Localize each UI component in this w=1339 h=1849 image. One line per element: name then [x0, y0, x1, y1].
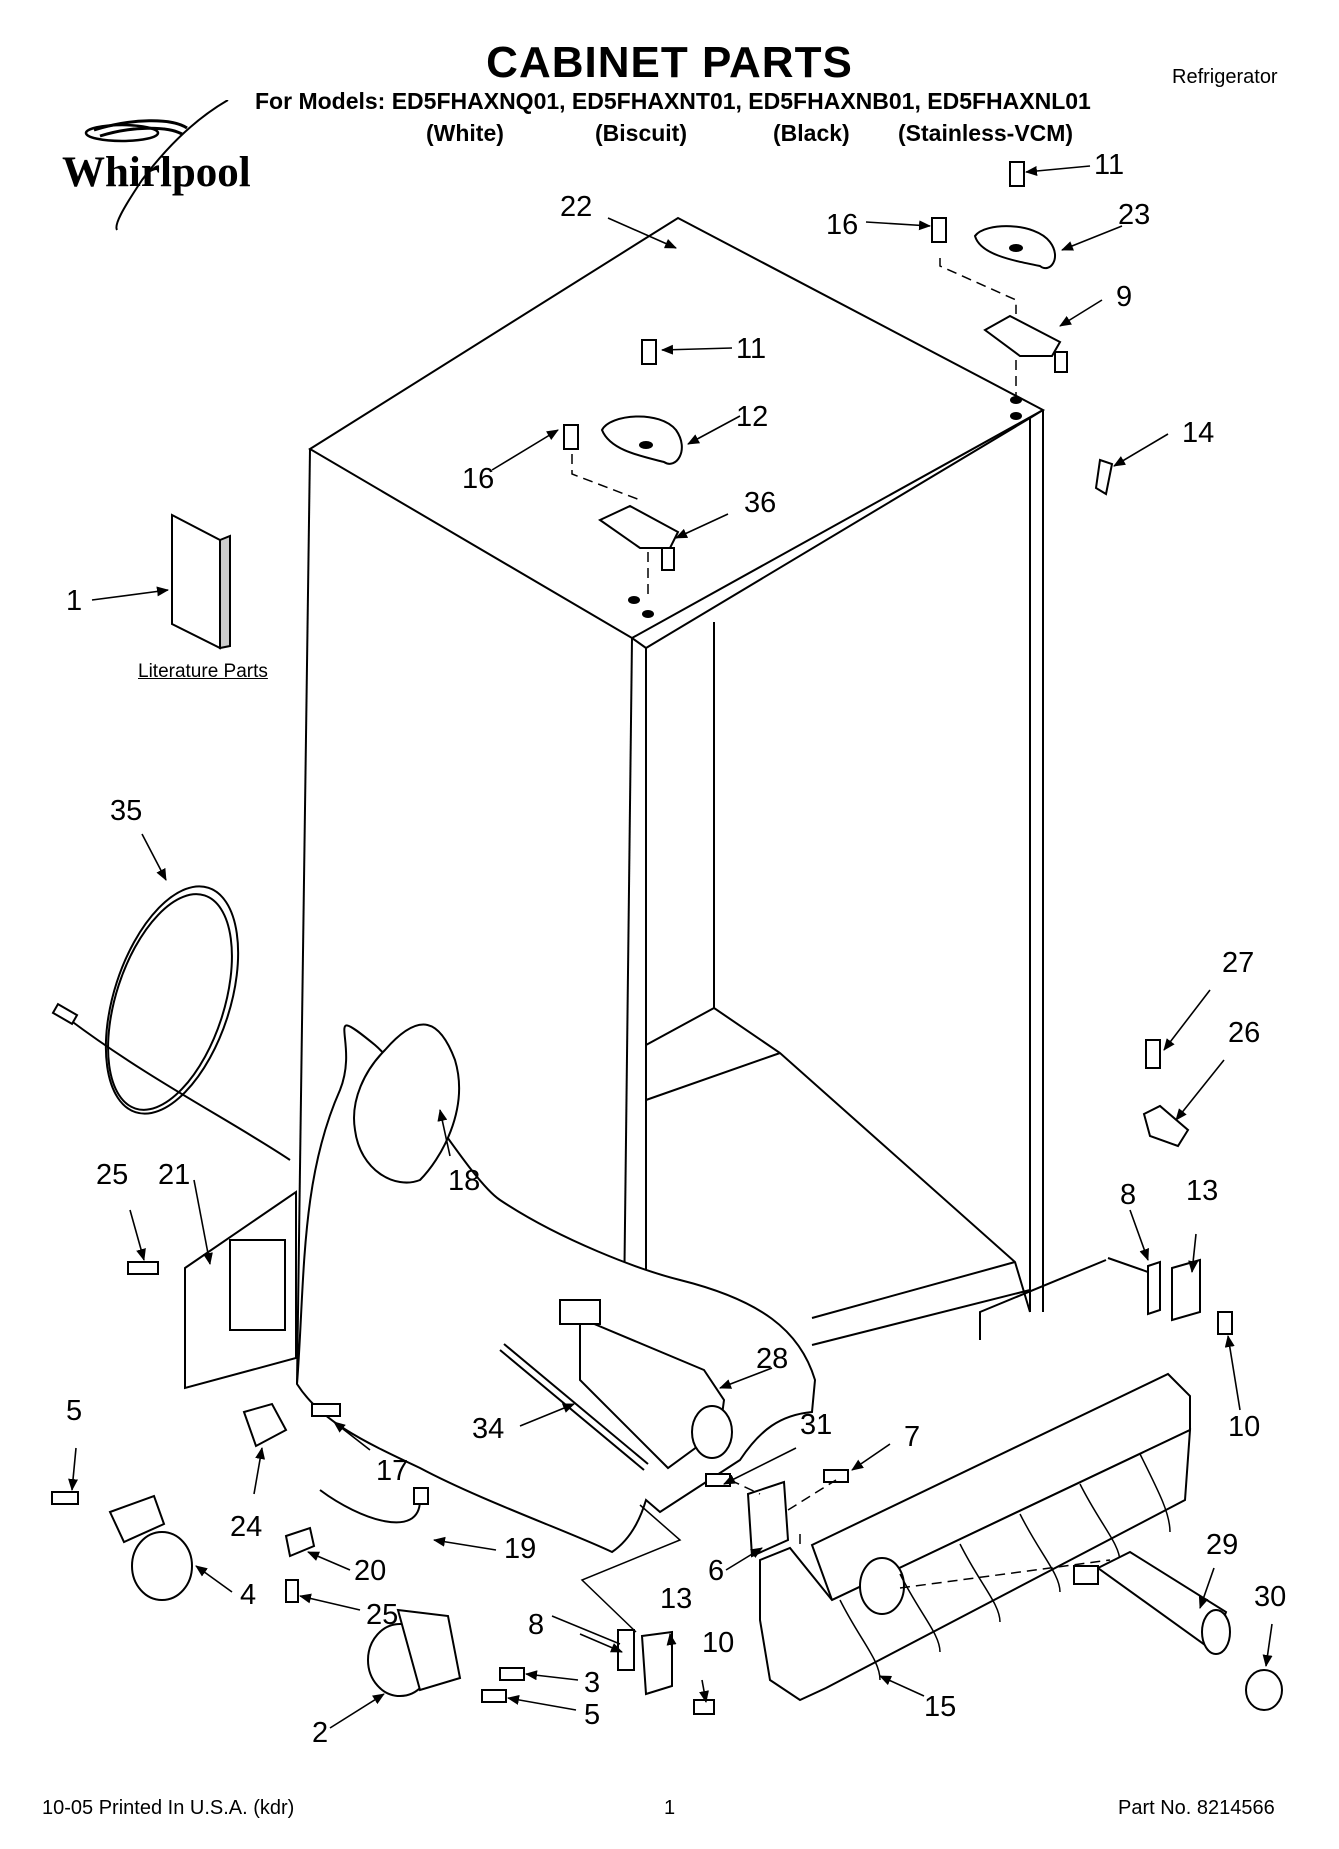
- filter-bracket: [705, 1469, 849, 1558]
- print-info: 10-05 Printed In U.S.A. (kdr): [42, 1797, 295, 1819]
- callout: 5: [66, 1395, 82, 1427]
- color-white: (White): [426, 120, 504, 146]
- callout: 21: [158, 1159, 190, 1191]
- tube-19-20: [284, 1487, 429, 1603]
- callout: 1: [66, 585, 82, 617]
- model-list: For Models: ED5FHAXNQ01, ED5FHAXNT01, ED…: [255, 88, 1091, 114]
- callout: 36: [744, 487, 776, 519]
- water-line-coil: [51, 885, 291, 1161]
- roller-assembly: [51, 1491, 193, 1601]
- leader-arrows: [68, 165, 1273, 1729]
- water-filter-cartridge: [1073, 1550, 1283, 1711]
- callout: 11: [736, 333, 766, 365]
- callout: 34: [472, 1413, 504, 1445]
- callout: 30: [1254, 1581, 1286, 1613]
- upper-hinge-left: [563, 339, 683, 618]
- callout: 15: [924, 1691, 956, 1723]
- callout: 7: [904, 1421, 920, 1453]
- callout: 8: [1120, 1179, 1136, 1211]
- callout: 6: [708, 1555, 724, 1587]
- callout: 13: [1186, 1175, 1218, 1207]
- part-number: Part No. 8214566: [1118, 1797, 1275, 1819]
- callout: 31: [800, 1409, 832, 1441]
- callout: 4: [240, 1579, 256, 1611]
- lower-roller-front: [367, 1608, 525, 1703]
- callout: 24: [230, 1511, 262, 1543]
- callout: 5: [584, 1699, 600, 1731]
- page-number: 1: [664, 1797, 676, 1819]
- callout: 12: [736, 401, 768, 433]
- callout: 17: [376, 1455, 408, 1487]
- color-black: (Black): [773, 120, 850, 146]
- cutaway-window: [353, 1023, 461, 1184]
- cabinet-shell: [296, 216, 1046, 1475]
- lower-hinge-front: [617, 1629, 715, 1715]
- callout: 9: [1116, 281, 1132, 313]
- page-title: CABINET PARTS: [486, 38, 853, 87]
- callout: 22: [560, 191, 592, 223]
- literature-book: [171, 513, 231, 650]
- bracket-24: [242, 1402, 341, 1448]
- appliance-type: Refrigerator: [1172, 66, 1278, 88]
- callout: 8: [528, 1609, 544, 1641]
- color-biscuit: (Biscuit): [595, 120, 687, 146]
- callout: 2: [312, 1717, 328, 1749]
- callout: 25: [96, 1159, 128, 1191]
- brand-name: Whirlpool: [62, 149, 251, 196]
- callout: 13: [660, 1583, 692, 1615]
- callout: 11: [1094, 149, 1124, 181]
- callout: 23: [1118, 199, 1150, 231]
- callout: 16: [826, 209, 858, 241]
- upper-hinge-right: [931, 161, 1114, 496]
- lower-hinge-bracket-right: [1142, 1039, 1233, 1335]
- callout: 16: [462, 463, 494, 495]
- callout: 25: [366, 1599, 398, 1631]
- callout: 29: [1206, 1529, 1238, 1561]
- callout: 20: [354, 1555, 386, 1587]
- callout-labels: 1 2 3 4 5 5 6 7 8 8 9 10 10 11 11 12 13 …: [66, 149, 1286, 1749]
- rear-access-panel: [127, 1190, 297, 1390]
- callout: 10: [702, 1627, 734, 1659]
- callout: 14: [1182, 417, 1214, 449]
- callout: 35: [110, 795, 142, 827]
- whirlpool-logo: [84, 100, 229, 231]
- color-stainless: (Stainless-VCM): [898, 120, 1074, 146]
- callout: 10: [1228, 1411, 1260, 1443]
- literature-parts-label: Literature Parts: [138, 661, 268, 682]
- callout: 3: [584, 1667, 600, 1699]
- callout: 19: [504, 1533, 536, 1565]
- callout: 27: [1222, 947, 1254, 979]
- callout: 18: [448, 1165, 480, 1197]
- callout: 26: [1228, 1017, 1260, 1049]
- toe-grille: [759, 1372, 1192, 1702]
- callout: 28: [756, 1343, 788, 1375]
